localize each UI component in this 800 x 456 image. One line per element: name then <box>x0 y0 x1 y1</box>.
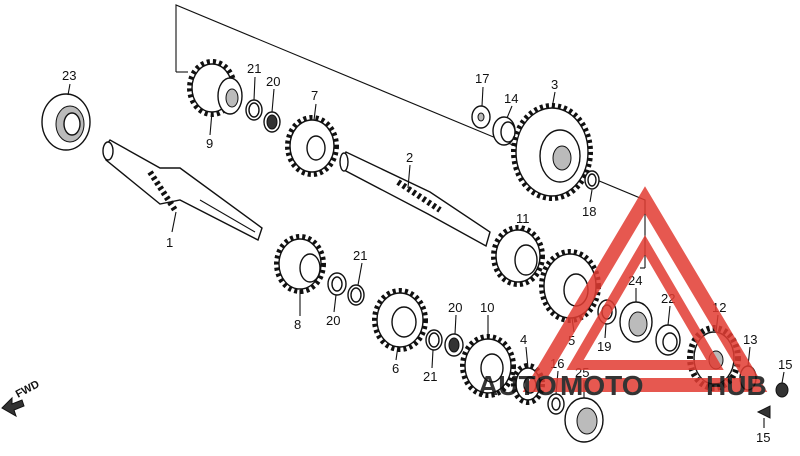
part-11-gear <box>491 225 545 287</box>
assembly-guide-lines <box>175 4 646 269</box>
callout-15-right: 15 <box>778 357 792 372</box>
part-1-main-shaft <box>102 139 263 241</box>
callout-23: 23 <box>62 68 76 83</box>
fwd-arrow: FWD <box>1 378 42 418</box>
part-21-lower-washer <box>425 329 443 351</box>
callout-5: 5 <box>568 333 575 348</box>
watermark-text-c: HUB <box>706 370 767 401</box>
part-15-bolt-right <box>775 382 789 398</box>
watermark-triangle-inner <box>566 235 724 370</box>
callout-11: 11 <box>516 211 530 226</box>
part-21-top-washer <box>245 99 263 121</box>
part-10-gear <box>460 334 516 398</box>
part-24-bearing <box>619 301 653 343</box>
callout-15-bottom: 15 <box>756 430 770 445</box>
part-14-bushing <box>492 116 516 146</box>
callout-10: 10 <box>480 300 494 315</box>
callout-20-mid: 20 <box>326 313 340 328</box>
part-23-bearing <box>41 93 91 151</box>
callout-labels: 23 1 9 21 20 7 2 17 14 3 18 8 20 21 6 21… <box>62 61 792 445</box>
callout-3: 3 <box>551 77 558 92</box>
watermark-text-a: AUTO <box>478 370 557 401</box>
watermark-triangle <box>522 186 768 392</box>
part-7-gear <box>285 115 339 177</box>
part-21-mid-washer <box>347 284 365 306</box>
part-2-counter-shaft <box>339 151 491 248</box>
callout-20-lower: 20 <box>448 300 462 315</box>
part-20-top-washer <box>263 111 281 133</box>
callout-4: 4 <box>520 332 527 347</box>
callout-18: 18 <box>582 204 596 219</box>
part-25-bearing <box>564 397 604 443</box>
callout-8: 8 <box>294 317 301 332</box>
callout-13: 13 <box>743 332 757 347</box>
part-15-bolt-bottom <box>756 405 771 419</box>
callout-1: 1 <box>166 235 173 250</box>
part-17-washer <box>471 105 491 129</box>
callout-19: 19 <box>597 339 611 354</box>
callout-20-top: 20 <box>266 74 280 89</box>
callout-2: 2 <box>406 150 413 165</box>
callout-21-lower: 21 <box>423 369 437 384</box>
part-8-gear <box>274 234 326 294</box>
part-6-gear <box>372 288 428 352</box>
callout-17: 17 <box>475 71 489 86</box>
part-9-gear <box>187 59 243 117</box>
callout-21-mid: 21 <box>353 248 367 263</box>
part-3-gear <box>511 103 593 201</box>
callout-7: 7 <box>311 88 318 103</box>
callout-14: 14 <box>504 91 518 106</box>
part-20-mid-washer <box>327 272 347 296</box>
part-18-circlip <box>584 170 600 190</box>
callout-9: 9 <box>206 136 213 151</box>
part-22-seal <box>655 324 681 356</box>
part-20-lower-washer <box>444 333 464 357</box>
callout-6: 6 <box>392 361 399 376</box>
automotohub-watermark: AUTO MOTO HUB <box>478 186 768 401</box>
fwd-label: FWD <box>14 378 42 400</box>
callout-21-top: 21 <box>247 61 261 76</box>
watermark-text-b: MOTO <box>560 370 643 401</box>
